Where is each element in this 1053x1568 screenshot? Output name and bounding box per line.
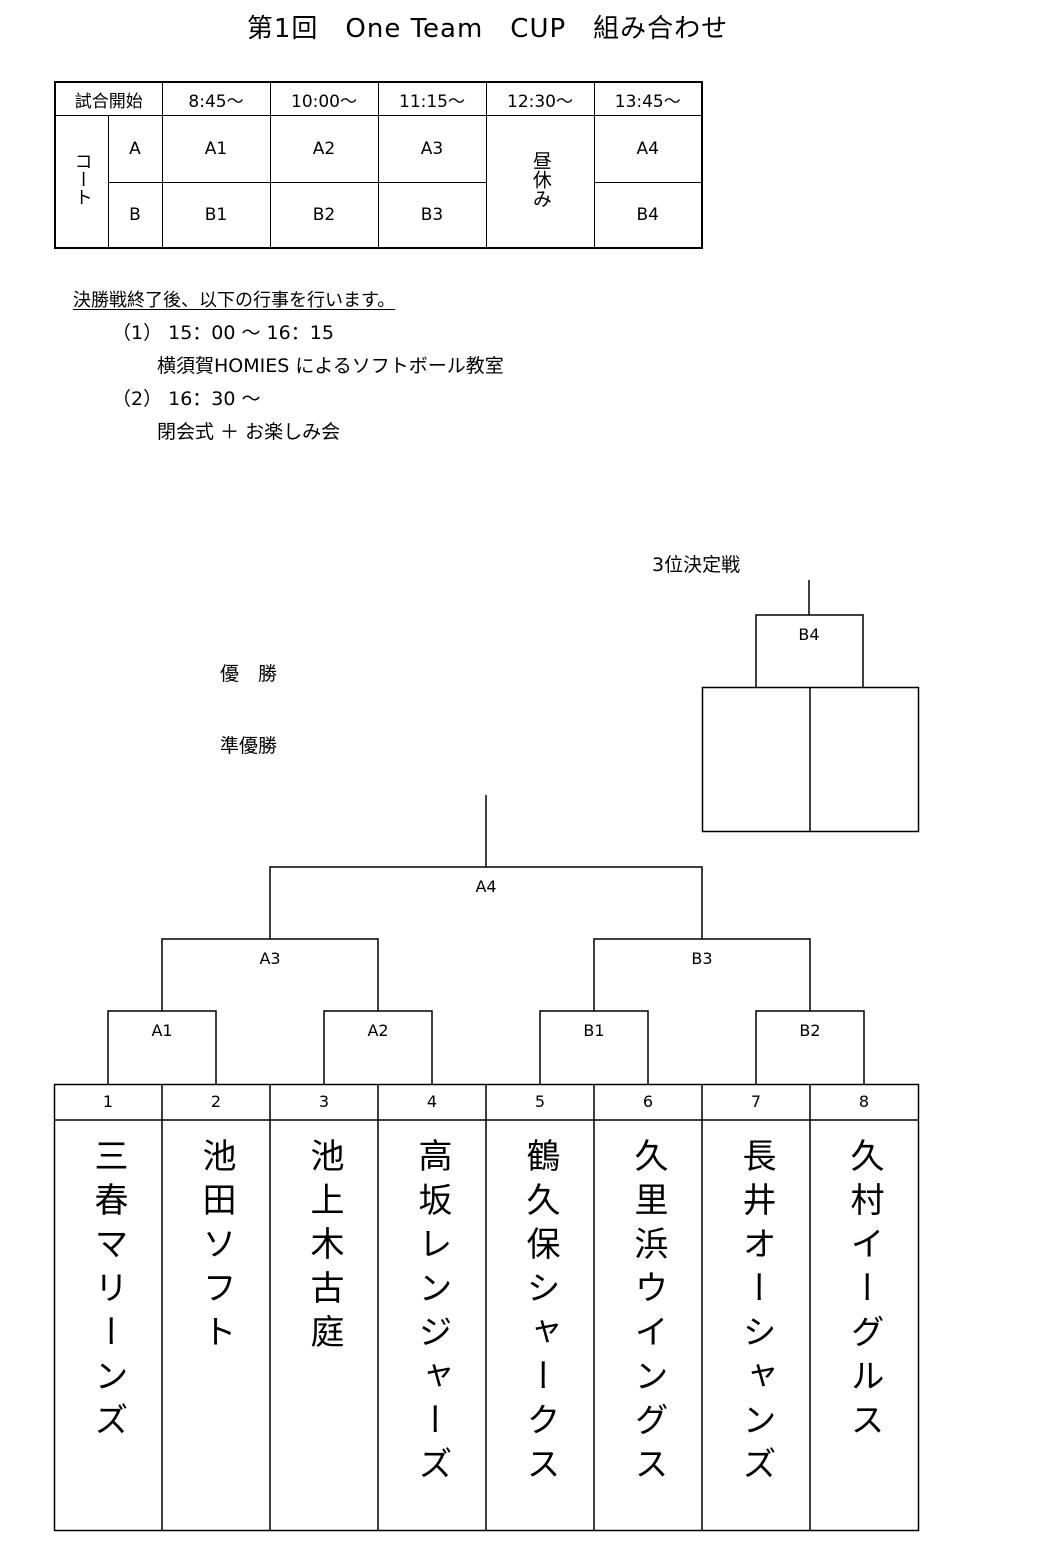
team-slot-7: 長井オーシャンズ bbox=[702, 1138, 810, 1490]
semi-right-label: B3 bbox=[691, 949, 713, 968]
team-number: 5 bbox=[534, 1092, 546, 1111]
page-title: 第1回 One Team CUP 組み合わせ bbox=[246, 14, 729, 44]
match-b4: B4 bbox=[593, 182, 703, 249]
team-slot-3: 池上木古庭 bbox=[270, 1138, 378, 1358]
time-slot-5: 13:45～ bbox=[593, 81, 703, 116]
team-slot-5: 鶴久保シャークス bbox=[486, 1138, 594, 1490]
team-slot-2: 池田ソフト bbox=[162, 1138, 270, 1358]
team-slot-6: 久里浜ウイングス bbox=[594, 1138, 702, 1490]
winner-label: 優 勝 bbox=[220, 663, 278, 685]
team-number: 2 bbox=[210, 1092, 222, 1111]
team-number: 3 bbox=[318, 1092, 330, 1111]
court-label: コート bbox=[71, 152, 93, 206]
match-a4: A4 bbox=[593, 115, 703, 183]
match-b2: B2 bbox=[269, 182, 379, 249]
third-place-match-label: B4 bbox=[798, 625, 820, 644]
team-number: 1 bbox=[102, 1092, 114, 1111]
team-name: 三春マリーンズ bbox=[88, 1138, 128, 1446]
event-1-time: （1） 15：00 ～ 16：15 bbox=[112, 322, 334, 344]
team-number: 8 bbox=[858, 1092, 870, 1111]
r1-match-3-label: B1 bbox=[583, 1021, 605, 1040]
team-name: 高坂レンジャーズ bbox=[412, 1138, 452, 1490]
team-name: 久里浜ウイングス bbox=[628, 1138, 668, 1490]
team-name: 鶴久保シャークス bbox=[520, 1138, 560, 1490]
team-name: 池上木古庭 bbox=[304, 1138, 344, 1358]
r1-match-4-label: B2 bbox=[799, 1021, 821, 1040]
event-2-time: （2） 16：30 ～ bbox=[112, 388, 261, 410]
team-slot-8: 久村イーグルス bbox=[810, 1138, 918, 1446]
semi-left-label: A3 bbox=[259, 949, 281, 968]
schedule-table: 試合開始 8:45～ 10:00～ 11:15～ 12:30～ 13:45～ コ… bbox=[54, 81, 703, 249]
lunch-cell: 昼休み bbox=[485, 115, 595, 249]
third-place-label: 3位決定戦 bbox=[652, 554, 741, 576]
match-a2: A2 bbox=[269, 115, 379, 183]
match-b1: B1 bbox=[161, 182, 271, 249]
team-number: 7 bbox=[750, 1092, 762, 1111]
event-2-desc: 閉会式 ＋ お楽しみ会 bbox=[157, 421, 341, 443]
notes-heading: 決勝戦終了後、以下の行事を行います。 bbox=[73, 290, 396, 311]
final-match-label: A4 bbox=[475, 877, 497, 896]
team-name: 池田ソフト bbox=[196, 1138, 236, 1358]
team-number: 6 bbox=[642, 1092, 654, 1111]
lunch-label: 昼休み bbox=[529, 150, 552, 208]
match-b3: B3 bbox=[377, 182, 487, 249]
team-name: 長井オーシャンズ bbox=[736, 1138, 776, 1490]
team-number: 4 bbox=[426, 1092, 438, 1111]
match-a3: A3 bbox=[377, 115, 487, 183]
event-1-desc: 横須賀HOMIES によるソフトボール教室 bbox=[157, 355, 504, 377]
r1-match-2-label: A2 bbox=[367, 1021, 389, 1040]
team-name: 久村イーグルス bbox=[844, 1138, 884, 1446]
team-slot-4: 高坂レンジャーズ bbox=[378, 1138, 486, 1490]
team-slot-1: 三春マリーンズ bbox=[54, 1138, 162, 1446]
court-b-label: B bbox=[107, 182, 163, 249]
runner-up-label: 準優勝 bbox=[220, 735, 278, 757]
match-a1: A1 bbox=[161, 115, 271, 183]
time-slot-2: 10:00～ bbox=[269, 81, 379, 116]
r1-match-1-label: A1 bbox=[151, 1021, 173, 1040]
